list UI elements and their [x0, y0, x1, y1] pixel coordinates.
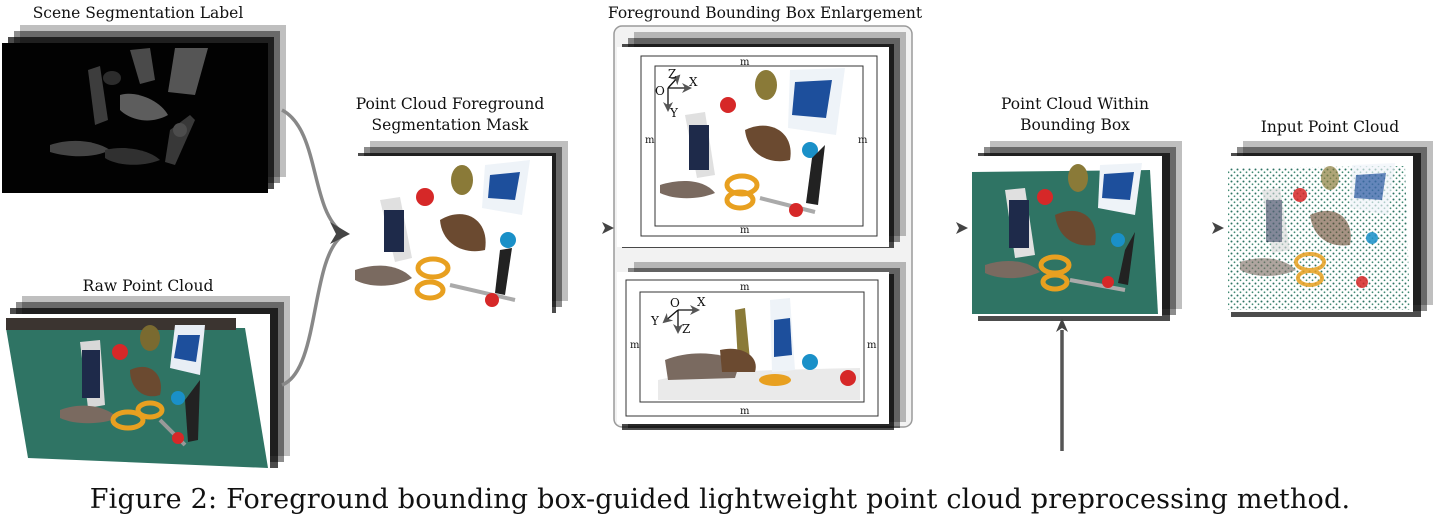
side-view-objects [658, 298, 860, 400]
flow-arrows [281, 108, 1224, 453]
top-axes [663, 74, 692, 112]
label-foreground-mask-line1: Point Cloud Foreground [355, 95, 545, 113]
raw-point-cloud-stack [4, 296, 290, 470]
segmentation-shapes [50, 48, 208, 165]
margin-mark-top: m [740, 57, 750, 68]
foreground-mask-stack [350, 141, 568, 316]
margin-mark-right: m [858, 135, 868, 146]
label-foreground-mask: Point Cloud Foreground Segmentation Mask [340, 94, 560, 136]
side-axes [662, 305, 700, 334]
top-axis-y: Y [669, 106, 679, 120]
label-within-bbox-line1: Point Cloud Within [1001, 95, 1149, 113]
label-scene-segmentation: Scene Segmentation Label [32, 4, 244, 22]
side-axis-y: Y [650, 314, 660, 328]
margin-mark-left: m [645, 135, 655, 146]
bbox-enlargement-group: X Y Z O m m m m [613, 25, 913, 430]
label-input-point-cloud: Input Point Cloud [1260, 118, 1400, 136]
side-margin-mark-bottom: m [740, 406, 750, 417]
side-axis-z: Z [682, 322, 690, 336]
side-margin-mark-top: m [740, 282, 750, 293]
top-axis-x: X [689, 75, 698, 89]
input-objects [1240, 163, 1395, 288]
label-foreground-mask-line2: Segmentation Mask [371, 116, 529, 134]
within-objects [985, 163, 1142, 292]
scene-segmentation-stack [2, 25, 286, 193]
label-within-bbox-line2: Bounding Box [1020, 116, 1130, 134]
diagram-canvas: X Y Z O m m m m [2, 25, 1433, 470]
top-axis-origin: O [655, 84, 665, 98]
top-view-objects [660, 68, 845, 217]
input-point-cloud-stack [1225, 141, 1433, 317]
mask-objects [355, 160, 530, 307]
side-axis-x: X [697, 295, 706, 309]
side-margin-mark-left: m [630, 340, 640, 351]
label-bbox-enlargement: Foreground Bounding Box Enlargement [607, 4, 923, 22]
side-margin-mark-right: m [867, 340, 877, 351]
figure-caption: Figure 2: Foreground bounding box-guided… [89, 484, 1351, 515]
label-raw-point-cloud: Raw Point Cloud [82, 277, 214, 295]
within-bbox-stack [970, 141, 1182, 321]
raw-objects [60, 325, 205, 447]
label-within-bbox: Point Cloud Within Bounding Box [970, 94, 1180, 136]
side-axis-origin: O [670, 296, 680, 310]
top-axis-z: Z [668, 67, 676, 81]
margin-mark-bottom: m [740, 225, 750, 236]
